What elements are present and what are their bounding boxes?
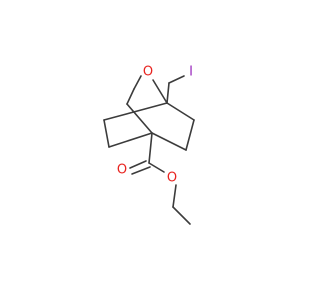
carbonyl-oxygen-label: O [117, 163, 127, 178]
bond-ester-o-ch2 [172, 184, 177, 208]
bond-c1-c2a [126, 103, 153, 134]
molecule-structure-diagram: O I O O [103, 65, 195, 225]
bond-ch2-oxygen [133, 75, 142, 90]
bond-c2a-ch2 [126, 88, 135, 105]
bond-c7-c1 [151, 132, 187, 151]
ring-oxygen-label: O [143, 65, 153, 80]
bond-carbonyl-double-a [129, 160, 147, 169]
bond-c3-c4 [103, 119, 110, 148]
bond-c6-c7 [185, 119, 195, 151]
bond-bridgehead-ch2i [166, 82, 170, 104]
bond-oxygen-bridgehead [152, 79, 168, 104]
iodine-label: I [189, 65, 193, 80]
iodomethyl-group [166, 75, 185, 104]
bond-ch2-iodine [168, 75, 185, 84]
bond-bridgehead-c6 [166, 102, 195, 121]
bond-carbonyl-ester-o [148, 162, 165, 173]
bond-c4-bridgehead [103, 102, 168, 121]
bond-c1-carbonyl [148, 132, 153, 164]
bond-ch2-ch3 [172, 206, 191, 225]
bond-carbonyl-double-b [131, 166, 151, 175]
ethyl-ester-group [129, 132, 191, 225]
ester-oxygen-label: O [167, 171, 177, 186]
bicyclo-octane-skeleton [103, 75, 195, 151]
bond-c1-c3 [108, 132, 153, 148]
